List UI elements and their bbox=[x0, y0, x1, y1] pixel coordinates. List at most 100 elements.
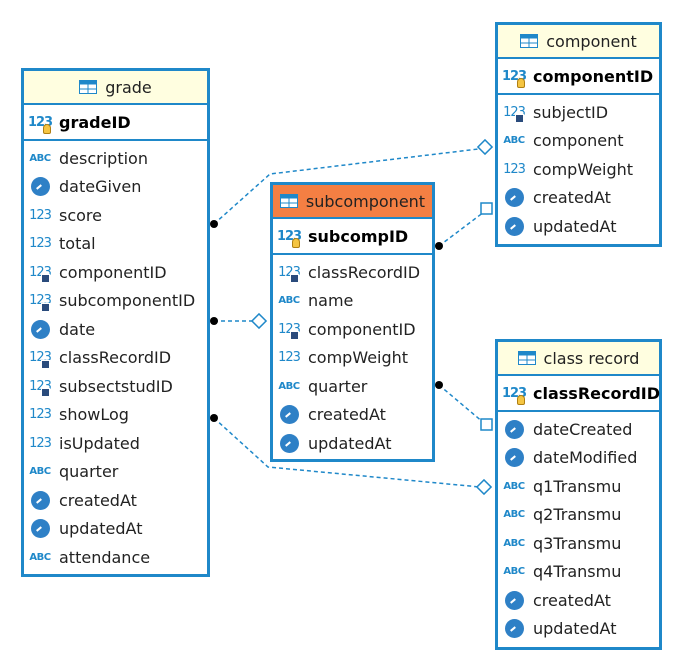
column-name: q3Transmu bbox=[533, 533, 622, 553]
text-type-icon: ABC bbox=[503, 566, 525, 578]
column-name: createdAt bbox=[308, 405, 386, 425]
column-row[interactable]: createdAt bbox=[273, 401, 432, 430]
column-name: score bbox=[59, 205, 102, 225]
table-icon bbox=[520, 34, 539, 48]
entity-title-text: subcomponent bbox=[305, 191, 426, 211]
column-name: attendance bbox=[59, 547, 151, 567]
table-icon bbox=[79, 80, 98, 94]
column-row[interactable]: ABC q3Transmu bbox=[498, 529, 659, 558]
column-row[interactable]: updatedAt bbox=[24, 515, 207, 544]
foreign-key-icon: 123 bbox=[29, 290, 52, 312]
foreign-key-icon: 123 bbox=[503, 101, 526, 124]
foreign-key-icon: 123 bbox=[29, 347, 52, 369]
column-row[interactable]: updatedAt bbox=[273, 429, 432, 458]
number-type-icon: 123 bbox=[278, 350, 301, 366]
column-name: gradeID bbox=[59, 112, 131, 132]
column-row[interactable]: createdAt bbox=[498, 586, 659, 615]
column-name: subcomponentID bbox=[59, 291, 196, 311]
column-row[interactable]: 123 isUpdated bbox=[24, 429, 207, 458]
link-subcomponent-component bbox=[438, 211, 485, 247]
number-type-icon: 123 bbox=[29, 236, 52, 252]
column-name: name bbox=[308, 291, 354, 311]
column-row[interactable]: 123 subcomponentID bbox=[24, 287, 207, 316]
column-name: quarter bbox=[59, 462, 119, 482]
column-name: componentID bbox=[533, 66, 654, 86]
column-name: updatedAt bbox=[59, 519, 143, 539]
datetime-icon bbox=[29, 489, 51, 511]
text-type-icon: ABC bbox=[29, 466, 51, 478]
column-row[interactable]: dateModified bbox=[498, 444, 659, 473]
number-type-icon: 123 bbox=[29, 435, 52, 451]
column-row[interactable]: updatedAt bbox=[498, 212, 659, 241]
column-name: dateGiven bbox=[59, 177, 142, 197]
table-icon bbox=[279, 194, 298, 208]
column-name: dateModified bbox=[533, 448, 638, 468]
entity-title[interactable]: class record bbox=[498, 342, 659, 376]
link-end-dot bbox=[435, 381, 443, 389]
entity-title-text: class record bbox=[543, 348, 640, 368]
column-name: compWeight bbox=[533, 159, 634, 179]
entity-title[interactable]: grade bbox=[24, 71, 207, 105]
text-type-icon: ABC bbox=[29, 152, 51, 164]
column-row[interactable]: 123 componentID bbox=[24, 258, 207, 287]
link-grade-component bbox=[213, 147, 487, 225]
column-name: componentID bbox=[59, 262, 167, 282]
entity-title[interactable]: subcomponent bbox=[273, 185, 432, 219]
column-row[interactable]: createdAt bbox=[498, 184, 659, 213]
link-end-diamond bbox=[475, 478, 493, 496]
text-type-icon: ABC bbox=[503, 537, 525, 549]
column-name: createdAt bbox=[533, 590, 611, 610]
column-name: dateCreated bbox=[533, 419, 633, 439]
column-row[interactable]: ABC quarter bbox=[24, 458, 207, 487]
column-row[interactable]: updatedAt bbox=[498, 615, 659, 644]
column-row[interactable]: dateCreated bbox=[498, 415, 659, 444]
column-row[interactable]: 123 compWeight bbox=[273, 344, 432, 373]
column-name: description bbox=[59, 148, 148, 168]
column-row[interactable]: date bbox=[24, 315, 207, 344]
datetime-icon bbox=[503, 187, 525, 209]
text-type-icon: ABC bbox=[503, 135, 525, 147]
text-type-icon: ABC bbox=[278, 380, 300, 392]
foreign-key-icon: 123 bbox=[29, 261, 52, 284]
column-row[interactable]: ABC description bbox=[24, 144, 207, 173]
entity-title-text: grade bbox=[105, 77, 152, 97]
foreign-key-icon: 123 bbox=[29, 375, 52, 398]
column-row[interactable]: createdAt bbox=[24, 486, 207, 515]
datetime-icon bbox=[29, 176, 51, 198]
column-name: isUpdated bbox=[59, 433, 140, 453]
link-subcomponent-classrecord bbox=[438, 384, 485, 424]
datetime-icon bbox=[503, 589, 525, 611]
foreign-key-icon: 123 bbox=[278, 318, 301, 341]
entity-title[interactable]: component bbox=[498, 25, 659, 59]
link-end-dot bbox=[210, 414, 218, 422]
entity-title-text: component bbox=[546, 31, 637, 51]
column-row[interactable]: dateGiven bbox=[24, 173, 207, 202]
link-end-diamond bbox=[476, 138, 494, 156]
column-name: compWeight bbox=[308, 348, 409, 368]
